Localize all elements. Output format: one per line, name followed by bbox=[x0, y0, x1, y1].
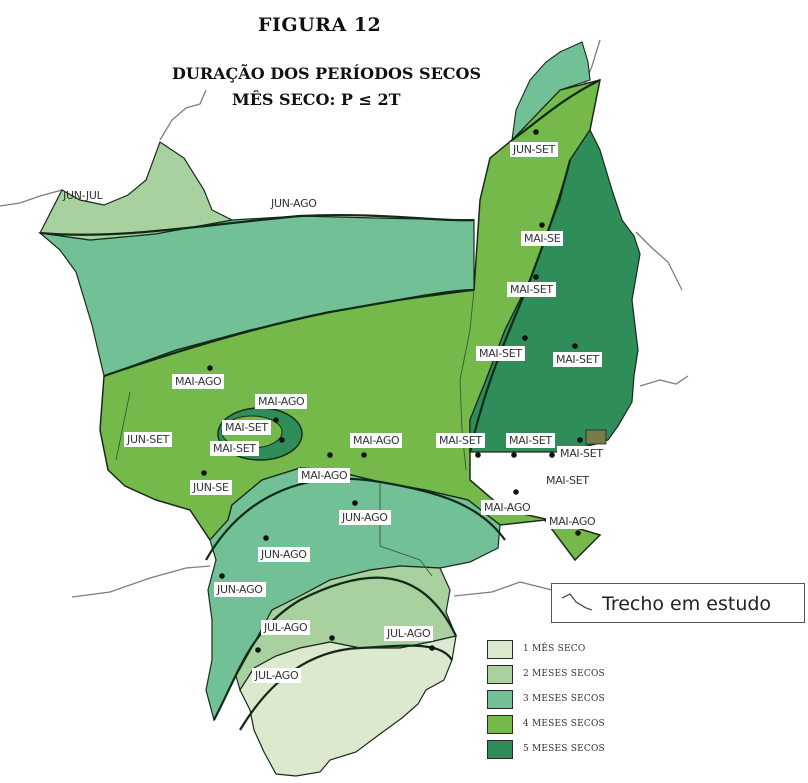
station-label: JUN-AGO bbox=[214, 582, 266, 597]
legend-item: 4 MESES SECOS bbox=[487, 715, 647, 737]
legend-label: 1 MÊS SECO bbox=[523, 644, 586, 654]
station-label: MAI-SET bbox=[210, 441, 259, 456]
legend-label: 4 MESES SECOS bbox=[523, 719, 605, 729]
route-line-icon bbox=[561, 593, 593, 611]
station-label: MAI-AGO bbox=[546, 514, 599, 529]
region-2-months-north bbox=[39, 141, 234, 241]
legend-swatch bbox=[487, 690, 513, 709]
station-label: MAI-SET bbox=[506, 433, 555, 448]
dry-month-criterion: MÊS SECO: P ≤ 2T bbox=[232, 90, 401, 109]
station-label: MAI-SET bbox=[476, 346, 525, 361]
station-label: JUN-AGO bbox=[339, 510, 391, 525]
region-label: JUN-JUL bbox=[63, 189, 103, 202]
station-label: JUN-SET bbox=[124, 432, 173, 447]
station-label: MAI-SET bbox=[507, 282, 556, 297]
station-points bbox=[201, 129, 583, 653]
station-label: MAI-AGO bbox=[481, 500, 534, 515]
station-label: MAI-SET bbox=[222, 420, 271, 435]
legend-label: 2 MESES SECOS bbox=[523, 669, 605, 679]
legend-swatch bbox=[487, 640, 513, 659]
study-section-label: Trecho em estudo bbox=[602, 593, 772, 615]
station-label: MAI-SET bbox=[557, 446, 606, 461]
station-label: JUL-AGO bbox=[384, 626, 434, 641]
legend-swatch bbox=[487, 740, 513, 759]
station-label: JUN-SET bbox=[510, 142, 559, 157]
station-label: MAI-SET bbox=[436, 433, 485, 448]
figure-header: FIGURA 12 DURAÇÃO DOS PERÍODOS SECOS MÊS… bbox=[0, 0, 808, 130]
station-label: JUL-AGO bbox=[252, 668, 302, 683]
legend-label: 3 MESES SECOS bbox=[523, 694, 605, 704]
figure-subtitle: DURAÇÃO DOS PERÍODOS SECOS bbox=[172, 64, 481, 83]
color-legend: 1 MÊS SECO 2 MESES SECOS 3 MESES SECOS 4… bbox=[487, 640, 647, 780]
station-label: MAI-AGO bbox=[255, 394, 308, 409]
legend-item: 2 MESES SECOS bbox=[487, 665, 647, 687]
station-label: MAI-SET bbox=[553, 352, 602, 367]
legend-item: 3 MESES SECOS bbox=[487, 690, 647, 712]
road-lines bbox=[0, 39, 689, 598]
station-label: JUN-SE bbox=[190, 480, 232, 495]
station-label: MAI-AGO bbox=[298, 468, 351, 483]
figure-title: FIGURA 12 bbox=[258, 14, 382, 36]
region-corner-square bbox=[585, 429, 607, 445]
region-label: JUN-AGO bbox=[271, 197, 317, 210]
legend-item: 5 MESES SECOS bbox=[487, 740, 647, 762]
station-label: JUL-AGO bbox=[261, 620, 311, 635]
station-label: MAI-SET bbox=[543, 473, 592, 488]
station-label: JUN-AGO bbox=[258, 547, 310, 562]
legend-swatch bbox=[487, 715, 513, 734]
legend-item: 1 MÊS SECO bbox=[487, 640, 647, 662]
station-label: MAI-AGO bbox=[350, 433, 403, 448]
station-label: MAI-SE bbox=[521, 231, 564, 246]
legend-label: 5 MESES SECOS bbox=[523, 744, 605, 754]
legend-swatch bbox=[487, 665, 513, 684]
station-label: MAI-AGO bbox=[172, 374, 225, 389]
study-section-legend: Trecho em estudo bbox=[551, 583, 805, 623]
isoline-boundaries bbox=[39, 79, 601, 731]
region-3-months-ne-top bbox=[511, 41, 591, 142]
